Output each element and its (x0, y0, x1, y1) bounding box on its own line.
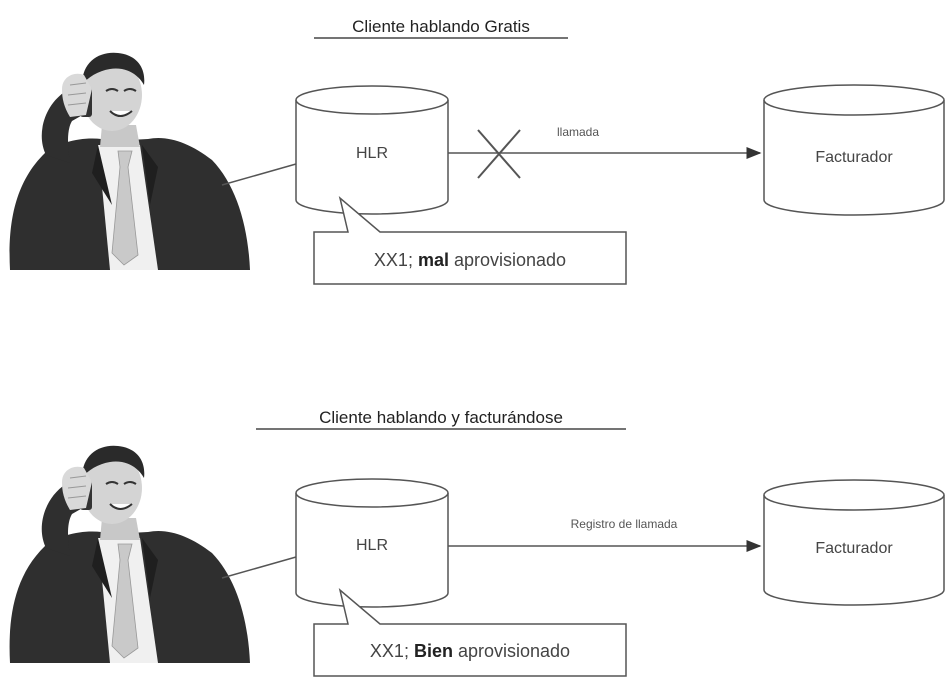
billing-database: Facturador (763, 84, 945, 216)
scenario-title: Cliente hablando Gratis (352, 17, 530, 36)
connection-label: llamada (557, 125, 599, 139)
provision-suffix: aprovisionado (453, 641, 570, 661)
customer-link-line (221, 556, 297, 579)
callout-text: XX1; Bien aprovisionado (370, 641, 570, 661)
scenario-title: Cliente hablando y facturándose (319, 408, 563, 427)
scenario-1: Cliente hablando Gratis HLR llamada Fact… (8, 17, 945, 285)
businessman-on-phone-icon (8, 444, 252, 664)
hlr-label: HLR (356, 537, 388, 554)
billing-label: Facturador (815, 149, 893, 166)
billing-database: Facturador (763, 479, 945, 606)
connection-label: Registro de llamada (571, 517, 678, 531)
callout-text: XX1; mal aprovisionado (374, 250, 566, 270)
scenario-2: Cliente hablando y facturándose HLR Regi… (8, 408, 945, 677)
businessman-on-phone-icon (8, 51, 252, 271)
provision-status: Bien (414, 641, 453, 661)
provision-status: mal (418, 250, 449, 270)
status-callout: XX1; mal aprovisionado (313, 195, 627, 285)
billing-label: Facturador (815, 540, 893, 557)
customer-link-line (221, 163, 297, 186)
provision-suffix: aprovisionado (449, 250, 566, 270)
status-callout: XX1; Bien aprovisionado (313, 587, 627, 677)
device-id: XX1; (370, 641, 414, 661)
hlr-label: HLR (356, 145, 388, 162)
x-mark-icon (477, 129, 521, 179)
hlr-database: HLR (295, 85, 449, 215)
device-id: XX1; (374, 250, 418, 270)
hlr-database: HLR (295, 478, 449, 608)
